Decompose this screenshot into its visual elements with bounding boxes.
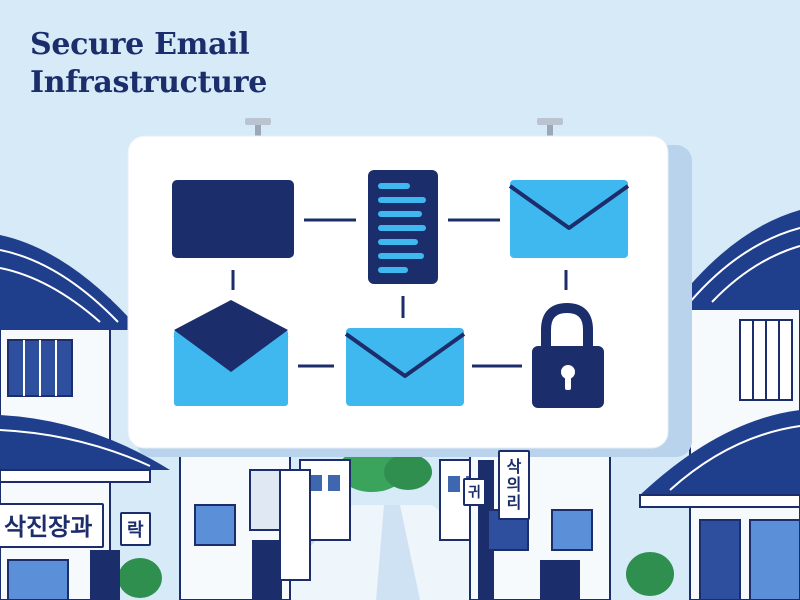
page-title: Secure Email Infrastructure (30, 26, 267, 102)
shop-sign-left: 삭진장과 (0, 503, 105, 548)
panel-mounts (245, 118, 563, 138)
envelope-icon (344, 328, 466, 406)
right-hanok-building (639, 210, 800, 600)
shop-sign-vertical: 삭의리 (498, 450, 530, 520)
server-icon (368, 170, 438, 284)
title-line-1: Secure Email (30, 27, 250, 62)
envelope-icon (508, 180, 630, 258)
right-street-buildings (469, 449, 611, 600)
left-hanok-building (0, 235, 170, 600)
diagram-connectors (231, 218, 568, 368)
title-line-2: Infrastructure (30, 65, 267, 100)
padlock-icon (532, 302, 604, 408)
shop-sign-middle: 귀 (463, 478, 486, 506)
background-trees (118, 448, 674, 598)
open-envelope-icon (173, 300, 289, 406)
mailbox-icon (172, 180, 294, 258)
shop-sign-left-small: 락 (120, 512, 151, 546)
left-street-buildings (179, 449, 311, 600)
